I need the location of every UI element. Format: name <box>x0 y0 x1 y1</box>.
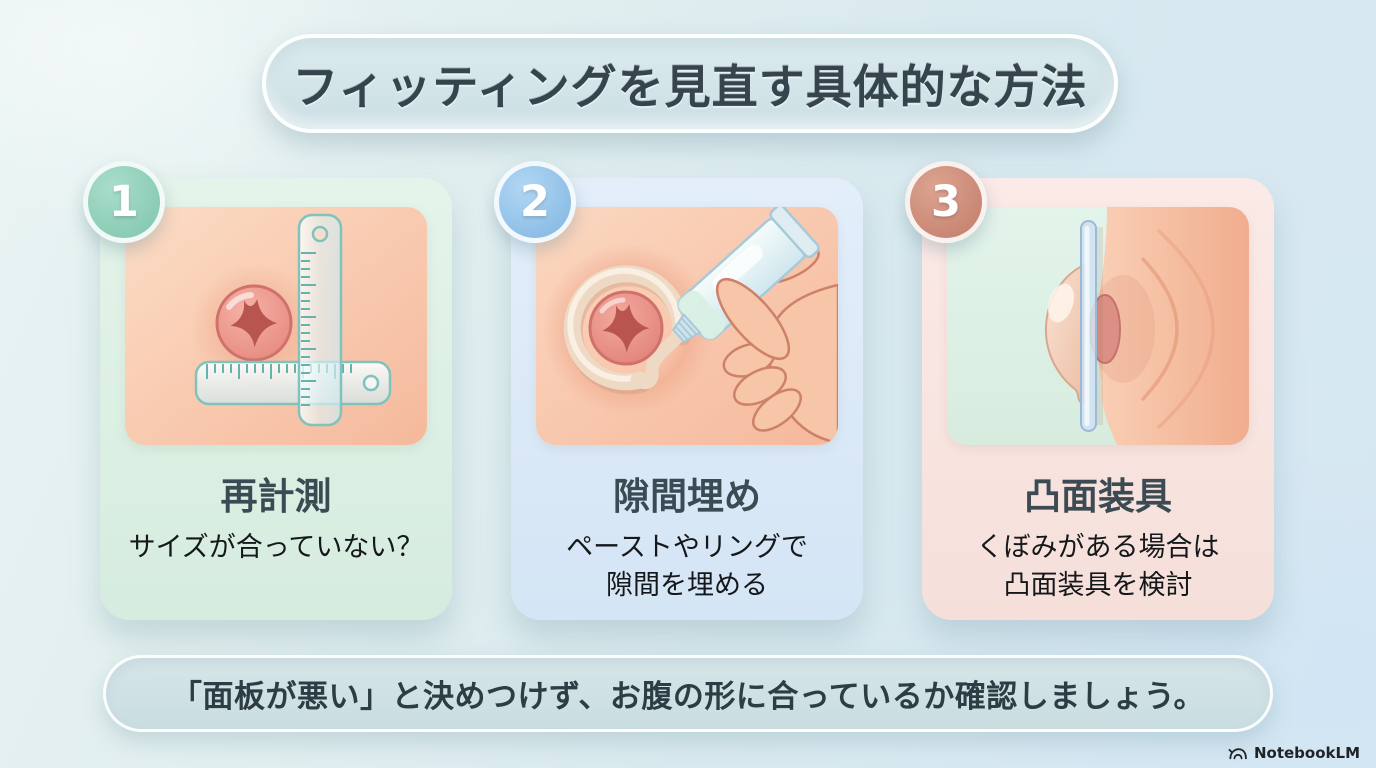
step-description-line: 凸面装具を検討 <box>1003 570 1193 602</box>
step-number-badge: 1 <box>83 161 165 243</box>
footer-banner: 「面板が悪い」と決めつけず、お腹の形に合っているか確認しましょう。 <box>103 655 1273 732</box>
steps-row: 1 <box>83 161 1274 620</box>
step-description-line: 隙間を埋める <box>606 570 768 602</box>
step-description-line: ペーストやリングで <box>566 532 808 563</box>
title-banner: フィッティングを見直す具体的な方法 <box>262 34 1118 133</box>
brand-label: NotebookLM <box>1253 744 1360 762</box>
step-title: 再計測 <box>220 475 332 518</box>
step-number-badge: 2 <box>494 161 576 243</box>
remeasure-illustration <box>125 207 427 445</box>
step-card-convex-appliance: 3 <box>905 161 1274 620</box>
step-description: くぼみがある場合は 凸面装具を検討 <box>922 529 1274 606</box>
gap-filling-illustration <box>536 207 838 445</box>
stoma-with-rulers-icon <box>125 207 427 445</box>
step-card-gap-filling: 2 <box>494 161 863 620</box>
notebooklm-logo-icon <box>1228 748 1247 760</box>
step-number-badge: 3 <box>905 161 987 243</box>
footer-note: 「面板が悪い」と決めつけず、お腹の形に合っているか確認しましょう。 <box>171 679 1205 715</box>
step-description: サイズが合っていない？ <box>100 529 452 567</box>
step-card-remeasure: 1 <box>83 161 452 620</box>
brand-mark: NotebookLM <box>1227 744 1360 762</box>
step-title: 隙間埋め <box>613 475 761 518</box>
step-description: ペーストやリングで 隙間を埋める <box>511 529 863 606</box>
convex-faceplate-icon <box>947 207 1249 445</box>
step-title: 凸面装具 <box>1024 475 1172 518</box>
step-description-line: サイズが合っていない？ <box>128 532 424 563</box>
step-description-line: くぼみがある場合は <box>976 532 1220 563</box>
paste-tube-and-hand-icon <box>536 207 838 445</box>
page-title: フィッティングを見直す具体的な方法 <box>292 59 1088 114</box>
convex-appliance-illustration <box>947 207 1249 445</box>
